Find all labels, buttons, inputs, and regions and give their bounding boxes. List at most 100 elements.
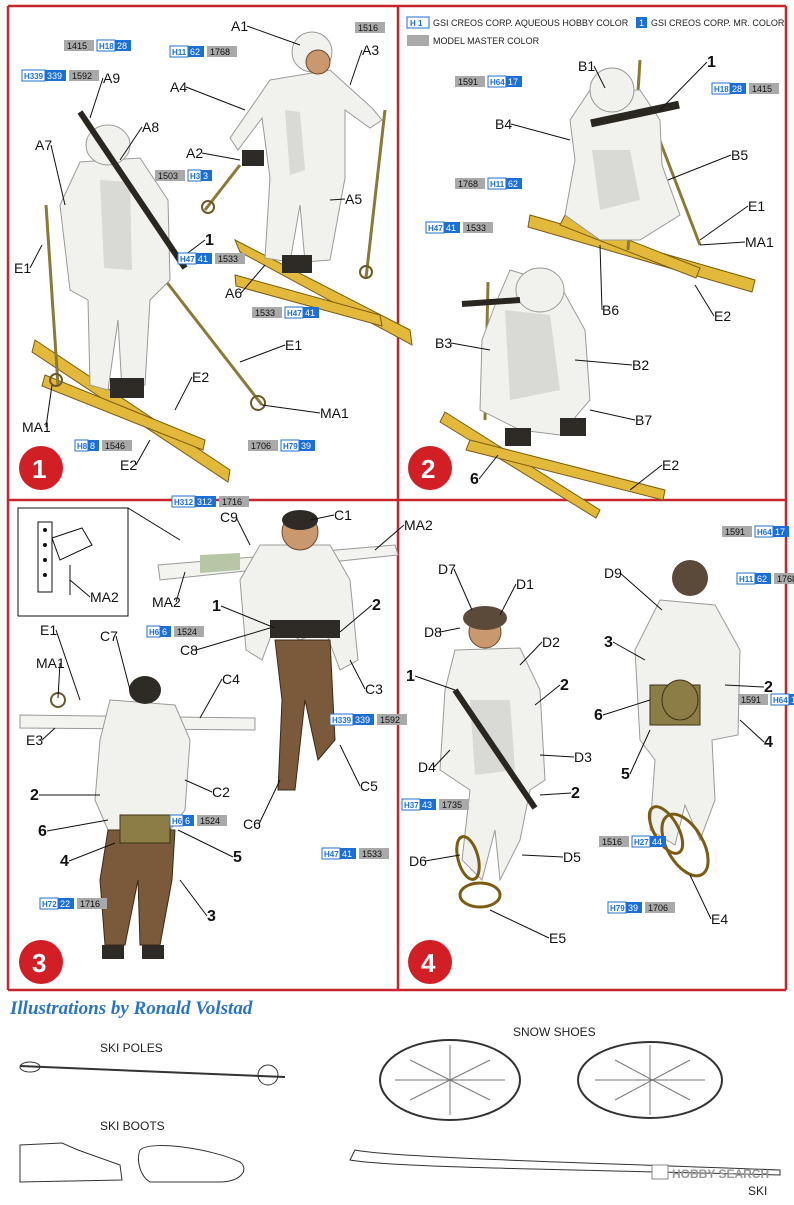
panel3-figures: [17, 507, 399, 959]
panel4-part-label: D2: [542, 634, 560, 650]
panel4-callout-d7: D7: [438, 561, 473, 611]
ski-poles-caption: SKI POLES: [100, 1041, 163, 1055]
panel4-callout-3: 3: [604, 634, 646, 661]
panel3-part-label: C2: [212, 784, 230, 800]
mrcolor-code: 6: [162, 627, 167, 637]
aqueous-code: H18: [99, 42, 114, 51]
mrcolor-code: 312: [197, 497, 212, 507]
panel2-part-label: B6: [602, 302, 619, 318]
panel1-callout-ma1: MA1: [22, 384, 53, 435]
mrcolor-code: 28: [732, 84, 742, 94]
panel3-part-label: C9: [220, 509, 238, 525]
panel4-part-label: D1: [516, 576, 534, 592]
panel3-callout-ma2: MA2: [152, 571, 186, 610]
step-number-1: 1: [32, 454, 46, 484]
panel3-callout-c9: C9: [220, 509, 251, 546]
mrcolor-code: 39: [301, 441, 311, 451]
panel1-callout-a9: A9: [89, 70, 120, 119]
model-master-code: 1591: [741, 695, 761, 705]
ski-pole-drawing: [19, 1065, 286, 1078]
panel4-callout-2: 2: [539, 785, 580, 802]
panel4-callout-d2: D2: [519, 634, 560, 666]
model-master-code: 1503: [158, 171, 178, 181]
model-master-code: 1533: [362, 849, 382, 859]
snow-shoes-caption: SNOW SHOES: [513, 1025, 596, 1039]
aqueous-code: H339: [24, 72, 44, 81]
panel2-callout-e1: E1: [699, 198, 765, 241]
panel1-callout-a7: A7: [35, 137, 66, 206]
mrcolor-code: 22: [60, 899, 70, 909]
panel2-part-label: B3: [435, 335, 452, 351]
aqueous-code: H64: [490, 78, 505, 87]
mrcolor-code: 17: [775, 527, 785, 537]
panel3-part-label: E1: [40, 622, 57, 638]
panel2-callout-ma1: MA1: [699, 234, 774, 250]
panel2-part-label: 1: [707, 54, 716, 71]
color-legend: H 1 GSI CREOS CORP. AQUEOUS HOBBY COLOR …: [406, 16, 785, 46]
panel3-part-label: 6: [38, 823, 47, 840]
mrcolor-code: 41: [198, 254, 208, 264]
aqueous-code: H27: [634, 838, 649, 847]
panel1-part-label: A9: [103, 70, 120, 86]
model-master-code: 1768: [458, 179, 478, 189]
panel1-part-label: A1: [231, 18, 248, 34]
panel4-callout-d6: D6: [409, 853, 461, 869]
legend-mrcolor: GSI CREOS CORP. MR. COLOR: [651, 18, 785, 28]
panel1-part-label: E2: [120, 457, 137, 473]
aqueous-code: H18: [714, 85, 729, 94]
model-master-code: 1415: [752, 84, 772, 94]
model-master-code: 1716: [80, 899, 100, 909]
mrcolor-code: 41: [342, 849, 352, 859]
panel1-color-code: 1516: [355, 22, 385, 33]
panel4-callout-d5: D5: [521, 849, 581, 865]
panel1-part-label: A3: [362, 42, 379, 58]
panel2-callout-b6: B6: [599, 244, 619, 318]
panel2-callout-b3: B3: [435, 335, 491, 351]
panel3-callout-c3: C3: [349, 659, 383, 697]
panel2-callout-e2: E2: [694, 284, 731, 324]
mrcolor-code: 6: [185, 816, 190, 826]
panel4-part-label: D3: [574, 749, 592, 765]
model-master-code: 1516: [358, 23, 378, 33]
aqueous-code: H339: [332, 716, 352, 725]
step-number-2: 2: [421, 454, 435, 484]
panel1-callout-1: 1: [184, 232, 214, 256]
ski-drawing: [349, 1149, 781, 1176]
panel4-part-label: 3: [604, 634, 613, 651]
panel4-part-label: 4: [764, 734, 773, 751]
panel1-part-label: A8: [142, 119, 159, 135]
panel1-part-label: E1: [285, 337, 302, 353]
legend-model-master: MODEL MASTER COLOR: [433, 36, 540, 46]
panel1-figures: [31, 31, 413, 483]
panel3-callout-e3: E3: [26, 727, 56, 748]
panel3-part-label: C7: [100, 628, 118, 644]
legend-mrcolor-badge: 1: [639, 18, 644, 28]
panel1-callout-a4: A4: [170, 79, 246, 111]
model-master-code: 1592: [380, 715, 400, 725]
mrcolor-code: 62: [508, 179, 518, 189]
model-master-code: 1524: [200, 816, 220, 826]
panel2-part-label: B1: [578, 58, 595, 74]
panel3-callout-6: 6: [38, 819, 109, 840]
watermark: HOBBY SEARCH: [672, 1167, 769, 1181]
panel3-part-label: 2: [372, 597, 381, 614]
panel4-part-label: 5: [621, 766, 630, 783]
aqueous-code: H47: [180, 255, 195, 264]
panel3-callout-2: 2: [339, 597, 381, 633]
panel2-callout-b2: B2: [574, 357, 649, 373]
model-master-code: 1533: [255, 308, 275, 318]
panel4-part-label: D5: [563, 849, 581, 865]
footer-drawings: Illustrations by Ronald Volstad SKI POLE…: [9, 998, 781, 1198]
panel3-part-label: C6: [243, 816, 261, 832]
step-number-4: 4: [421, 948, 436, 978]
